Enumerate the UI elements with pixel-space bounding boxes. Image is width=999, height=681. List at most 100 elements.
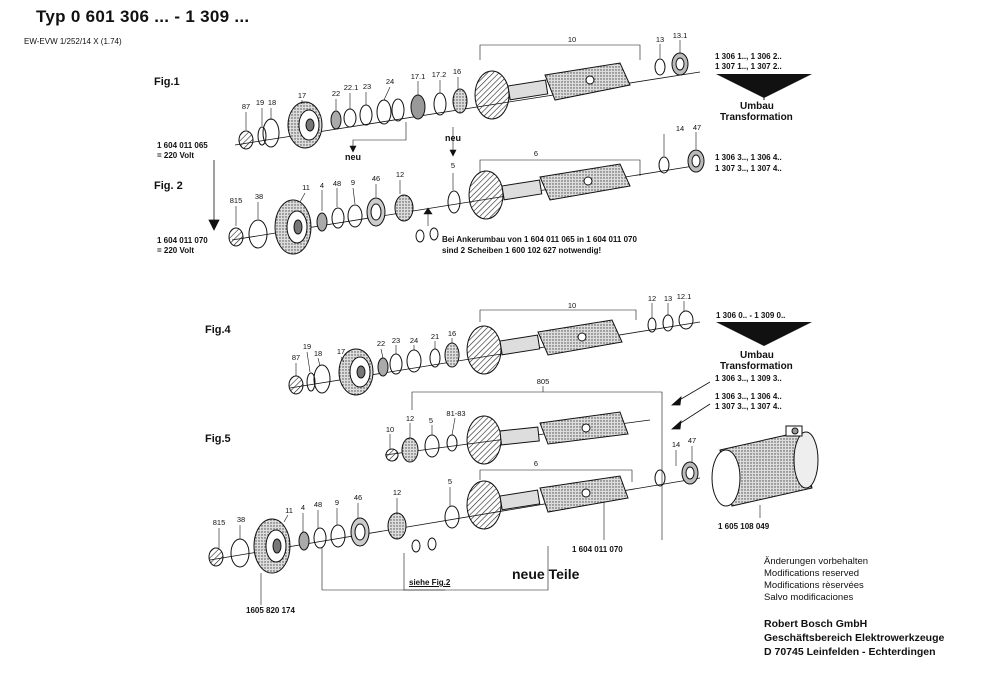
label-10b: 10: [568, 301, 576, 310]
label-805: 805: [537, 377, 550, 386]
washer-4b: [298, 531, 310, 551]
modifications-es: Salvo modificaciones: [764, 592, 854, 603]
motor-ref-070: 1 604 011 070: [157, 236, 208, 245]
label-5c: 5: [429, 416, 433, 425]
label-13-1: 13.1: [673, 31, 688, 40]
modifications-de: Änderungen vorbehalten: [764, 556, 869, 567]
label-12d: 12: [393, 488, 401, 497]
ring-18b: [313, 364, 331, 394]
flange-17: [287, 101, 323, 149]
ring-38b: [230, 538, 250, 568]
label-13: 13: [656, 35, 664, 44]
label-47b: 47: [688, 436, 696, 445]
transform-top-after-2: 1 307 3.., 1 307 4..: [715, 164, 782, 173]
transform-top-line-1: 1 306 1.., 1 306 2..: [715, 52, 782, 61]
neu-connectors: [349, 122, 457, 157]
ring-38: [248, 219, 268, 249]
fig4-callouts: [295, 301, 685, 376]
label-17: 17: [298, 91, 306, 100]
pinion-gear-815b: [208, 547, 224, 567]
bearing-12d: [387, 512, 407, 540]
label-12-1: 12.1: [677, 292, 692, 301]
label-19: 19: [256, 98, 264, 107]
label-14: 14: [676, 124, 684, 133]
label-9: 9: [351, 178, 355, 187]
company-division: Geschäftsbereich Elektrowerkzeuge: [764, 632, 945, 644]
housing-ref: 1 605 108 049: [718, 522, 770, 531]
label-12c: 12: [406, 414, 414, 423]
transform-bottom-after-b1: 1 306 3.., 1 306 4..: [715, 392, 782, 401]
label-21: 21: [431, 332, 439, 341]
armature-10: [474, 62, 631, 120]
label-22b: 22: [377, 339, 385, 348]
fig2-callouts: [235, 132, 697, 226]
label-87b: 87: [292, 353, 300, 362]
label-23b: 23: [392, 336, 400, 345]
figure-4-label: Fig.4: [205, 324, 231, 336]
label-46b: 46: [354, 493, 362, 502]
transform-top-umbau: Umbau: [740, 101, 774, 112]
washer-5: [447, 190, 461, 214]
part-17-2: [433, 92, 447, 116]
ring-24b: [391, 98, 405, 122]
motor-ref-065: 1 604 011 065: [157, 141, 208, 150]
ring-19: [257, 126, 267, 146]
bearing-12c: [401, 437, 419, 463]
flange-11b: [253, 518, 291, 574]
company-address: D 70745 Leinfelden - Echterdingen: [764, 646, 936, 658]
spring-10: [385, 448, 399, 462]
washer-14: [658, 156, 670, 174]
small-washer-a: [415, 229, 425, 243]
label-24: 24: [386, 77, 394, 86]
label-47: 47: [693, 123, 701, 132]
washer-14b: [654, 469, 666, 487]
label-11: 11: [302, 183, 310, 192]
down-arrow-motor-ref: [208, 160, 220, 231]
small-washer-c: [411, 539, 421, 553]
pinion-gear-815: [228, 227, 244, 247]
fig5-top-callouts: [389, 417, 456, 449]
washer-5c: [424, 434, 440, 458]
diagonal-arrows: [670, 381, 711, 430]
label-24b: 24: [410, 336, 418, 345]
ring-24: [376, 99, 392, 125]
ring-12-1: [678, 310, 694, 330]
armature-805: [466, 411, 629, 465]
washer-13b: [662, 314, 674, 332]
label-815: 815: [230, 196, 243, 205]
fig5-lower-assembly: [208, 461, 701, 574]
ring-19b: [306, 372, 316, 392]
label-16: 16: [453, 67, 461, 76]
neue-teile-label: neue Teile: [512, 566, 580, 582]
label-11b: 11: [285, 506, 293, 515]
transform-top-after-1: 1 306 3.., 1 306 4..: [715, 153, 782, 162]
armature-6b: [466, 475, 629, 530]
siehe-fig2-label: siehe Fig.2: [409, 578, 451, 587]
label-6b: 6: [534, 459, 538, 468]
pinion-gear-87: [238, 130, 254, 150]
ankerumbau-note-line-1: Bei Ankerumbau von 1 604 011 065 in 1 60…: [442, 235, 637, 244]
transform-bottom-transformation: Transformation: [720, 361, 793, 372]
fig5-lower-callouts: [218, 446, 693, 605]
label-10: 10: [568, 35, 576, 44]
washer-13: [654, 58, 666, 76]
ankerumbau-note-line-2: sind 2 Scheiben 1 600 102 627 notwendig!: [442, 246, 602, 255]
ring-9b: [330, 524, 346, 548]
pinion-gear-87b: [288, 375, 304, 395]
label-17b: 17: [337, 347, 345, 356]
flange-17b: [338, 348, 374, 396]
transform-bottom-line-1: 1 306 0.. - 1 309 0..: [716, 311, 786, 320]
washer-5d: [444, 505, 460, 529]
label-48b: 48: [314, 500, 322, 509]
label-12: 12: [396, 170, 404, 179]
modifications-fr: Modifications rèservées: [764, 580, 864, 591]
washer-4: [316, 212, 328, 232]
label-4: 4: [320, 181, 324, 190]
ring-81-83: [446, 434, 458, 452]
label-23: 23: [363, 82, 371, 91]
label-815b: 815: [213, 518, 226, 527]
label-22-1: 22.1: [344, 83, 359, 92]
motor-housing: [711, 425, 819, 507]
transformation-arrow-top: [716, 74, 812, 98]
